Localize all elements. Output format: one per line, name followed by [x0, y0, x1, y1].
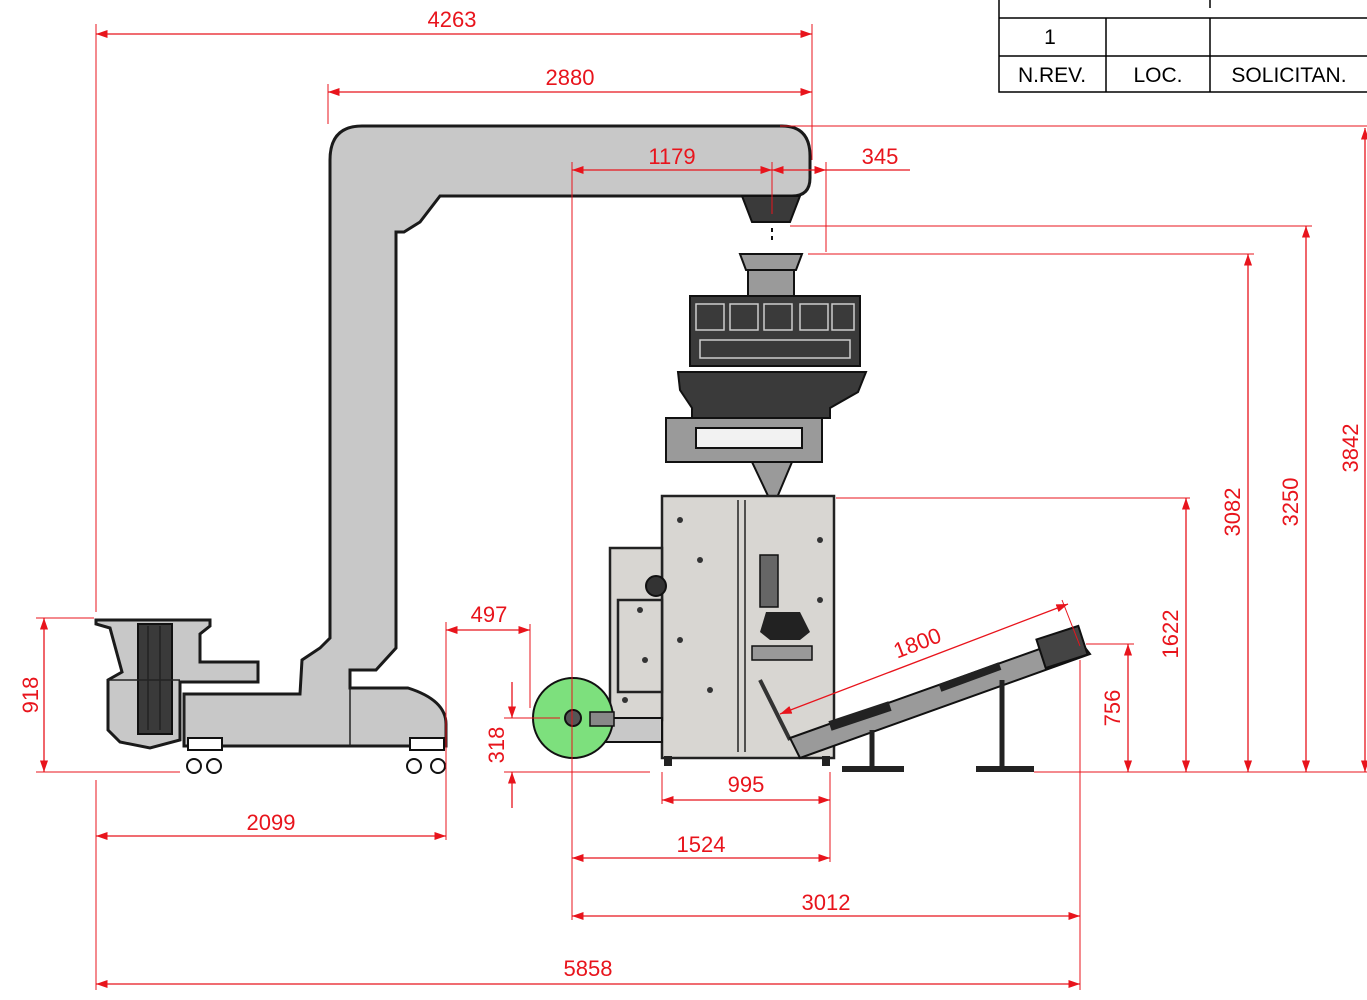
multihead-weigher	[665, 253, 868, 501]
dimensions: 4263 2880 1179 345 497 995 2099 1524 301…	[18, 7, 1367, 990]
rev-number: 1	[1044, 26, 1056, 49]
header-loc: LOC.	[1133, 64, 1182, 87]
dim-345: 345	[862, 144, 899, 169]
dim-3842: 3842	[1338, 424, 1363, 473]
dim-995: 995	[728, 772, 765, 797]
dim-1524: 1524	[677, 832, 726, 857]
dim-1179: 1179	[648, 144, 695, 169]
dim-2880: 2880	[546, 65, 595, 90]
bucket-elevator	[94, 124, 812, 774]
dim-1622: 1622	[1158, 610, 1183, 659]
dim-3012: 3012	[802, 890, 851, 915]
dim-1800: 1800	[890, 623, 945, 664]
title-block: 1 N.REV. LOC. SOLICITAN.	[998, 0, 1367, 93]
dim-4263: 4263	[428, 7, 477, 32]
dim-5858: 5858	[564, 956, 613, 981]
header-rev: N.REV.	[1018, 64, 1086, 87]
header-solicitan: SOLICITAN.	[1231, 64, 1346, 87]
dim-318: 318	[484, 727, 509, 764]
dim-3082: 3082	[1220, 488, 1245, 537]
dim-756: 756	[1100, 690, 1125, 727]
dim-3250: 3250	[1278, 478, 1303, 527]
dim-497: 497	[471, 602, 508, 627]
dim-2099: 2099	[247, 810, 296, 835]
caster-wheels	[186, 737, 446, 774]
packaging-machine	[532, 494, 836, 766]
dim-918: 918	[18, 677, 43, 714]
